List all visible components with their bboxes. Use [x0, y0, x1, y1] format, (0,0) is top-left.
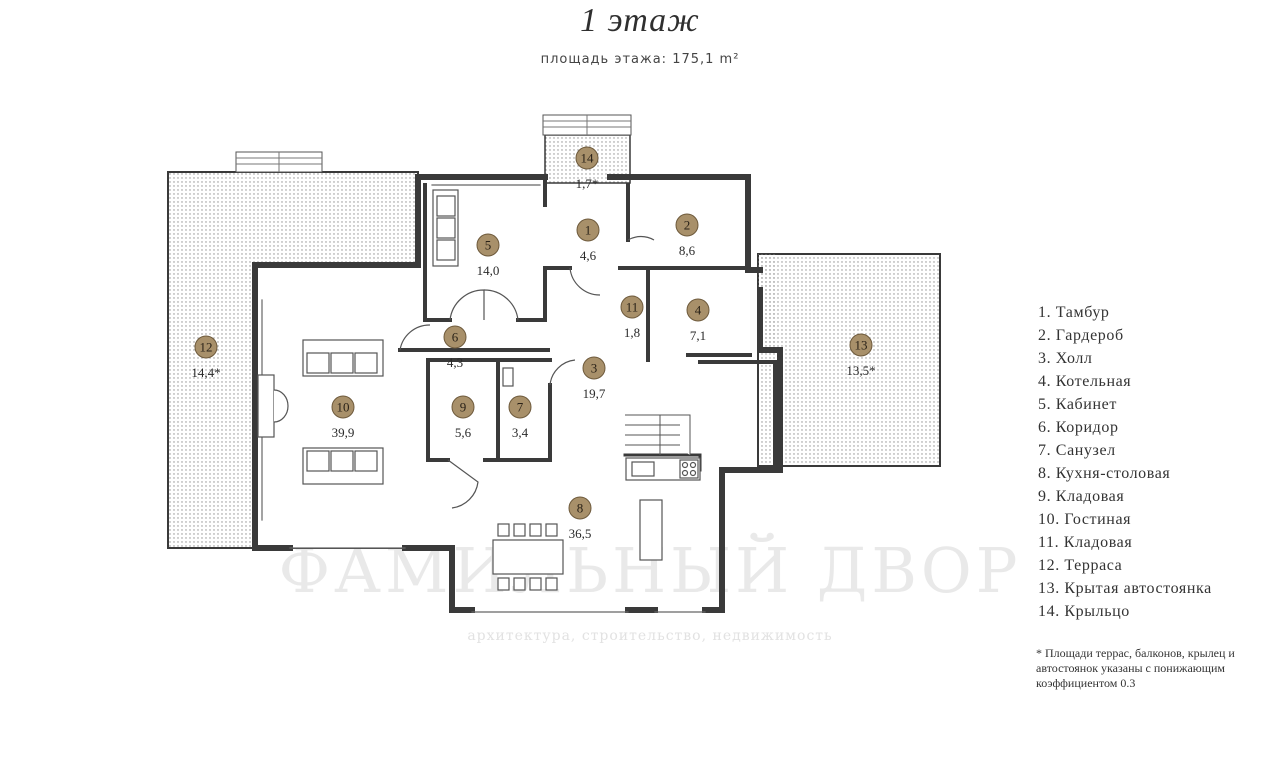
- room-labels: 14,628,6319,747,1514,064,373,4836,595,61…: [191, 146, 876, 541]
- room-area: 14,4*: [191, 365, 220, 380]
- legend-item: 11. Кладовая: [1038, 534, 1133, 551]
- room-area: 5,6: [455, 425, 472, 440]
- room-badge-1: 14,6: [576, 218, 600, 263]
- legend-item: 10. Гостиная: [1038, 511, 1132, 528]
- room-badge-circle: [568, 496, 592, 520]
- room-badge-circle: [443, 325, 467, 349]
- legend-item: 12. Терраса: [1038, 557, 1123, 574]
- legend-item: 13. Крытая автостоянка: [1038, 580, 1212, 597]
- room-badge-circle: [675, 213, 699, 237]
- room-badge-4: 47,1: [686, 298, 710, 343]
- room-area: 3,4: [512, 425, 529, 440]
- floor-title: 1 этаж: [580, 2, 700, 39]
- room-badge-circle: [582, 356, 606, 380]
- room-area: 14,0: [477, 263, 500, 278]
- room-number: 10: [337, 400, 350, 415]
- room-number: 8: [577, 501, 584, 516]
- room-area: 1,7*: [576, 176, 599, 191]
- room-number: 5: [485, 238, 492, 253]
- legend-item: 6. Коридор: [1038, 419, 1119, 436]
- legend-item: 1. Тамбур: [1038, 304, 1110, 321]
- room-area: 7,1: [690, 328, 706, 343]
- walls: [252, 174, 783, 613]
- floor-area-subtitle: площадь этажа: 175,1 m²: [540, 52, 740, 67]
- legend-item: 8. Кухня-столовая: [1038, 465, 1171, 482]
- room-area: 39,9: [332, 425, 355, 440]
- legend-item: 2. Гардероб: [1038, 327, 1124, 344]
- room-badge-3: 319,7: [582, 356, 606, 401]
- room-badge-9: 95,6: [451, 395, 475, 440]
- room-number: 6: [452, 330, 459, 345]
- legend-item: 3. Холл: [1038, 350, 1093, 367]
- legend-item: 5. Кабинет: [1038, 396, 1117, 413]
- room-number: 7: [517, 400, 524, 415]
- room-number: 13: [855, 338, 868, 353]
- room-badge-circle: [331, 395, 355, 419]
- room-badge-circle: [508, 395, 532, 419]
- room-badge-5: 514,0: [476, 233, 500, 278]
- room-badge-circle: [849, 333, 873, 357]
- room-badge-circle: [576, 218, 600, 242]
- room-badge-circle: [194, 335, 218, 359]
- room-badge-7: 73,4: [508, 395, 532, 440]
- room-area: 4,6: [580, 248, 597, 263]
- room-badge-10: 10 39,9: [331, 395, 355, 440]
- room-area: 13,5*: [846, 363, 875, 378]
- room-number: 1: [585, 223, 592, 238]
- watermark-tagline: архитектура, строительство, недвижимость: [467, 628, 832, 644]
- room-number: 2: [684, 218, 691, 233]
- room-badge-circle: [476, 233, 500, 257]
- room-badge-14: 14 1,7*: [575, 146, 599, 191]
- room-area: 4,3: [447, 355, 463, 370]
- room-number: 9: [460, 400, 467, 415]
- legend-item: 7. Санузел: [1038, 442, 1116, 459]
- room-number: 14: [581, 151, 595, 166]
- room-number: 12: [200, 340, 213, 355]
- room-area: 36,5: [569, 526, 592, 541]
- room-badge-circle: [686, 298, 710, 322]
- doors: [399, 235, 655, 509]
- room-legend: 1. Тамбур 2. Гардероб 3. Холл 4. Котельная 5…: [1038, 301, 1278, 623]
- room-badge-13: 13 13,5*: [846, 333, 876, 378]
- room-badge-12: 12 14,4*: [191, 335, 221, 380]
- room-badge-2: 28,6: [675, 213, 699, 258]
- furniture: [257, 189, 701, 591]
- room-badge-circle: [575, 146, 599, 170]
- room-badge-6: 64,3: [443, 325, 467, 370]
- legend-item: 4. Котельная: [1038, 373, 1132, 390]
- room-badge-11: 111,8: [620, 295, 644, 340]
- room-badge-circle: [451, 395, 475, 419]
- legend-item: 9. Кладовая: [1038, 488, 1125, 505]
- area-footnote: * Площади террас, балконов, крылец и авт…: [1036, 646, 1235, 690]
- room-area: 8,6: [679, 243, 696, 258]
- carport-right: [757, 253, 941, 467]
- room-badge-circle: [620, 295, 644, 319]
- room-number: 3: [591, 361, 598, 376]
- room-badge-8: 836,5: [568, 496, 592, 541]
- room-area: 19,7: [583, 386, 606, 401]
- legend-item: 14. Крыльцо: [1038, 603, 1130, 620]
- room-number: 4: [695, 303, 702, 318]
- room-number: 11: [626, 300, 639, 315]
- room-area: 1,8: [624, 325, 640, 340]
